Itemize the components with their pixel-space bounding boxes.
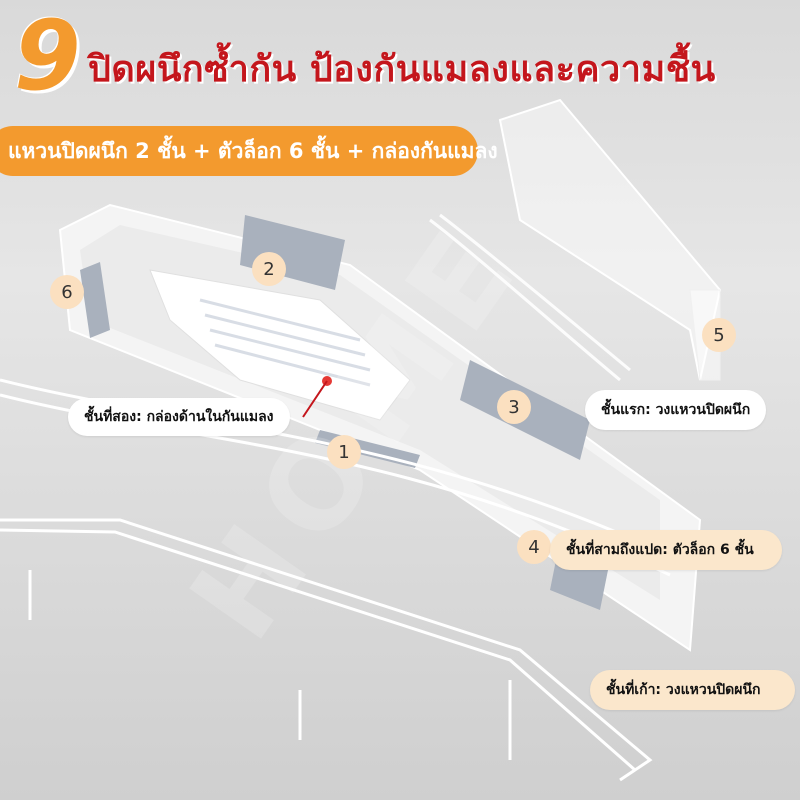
- feature-number: 9: [14, 0, 81, 112]
- callout-layer-1: ชั้นแรก: วงแหวนปิดผนึก: [585, 390, 767, 430]
- marker-4: 4: [517, 530, 551, 564]
- marker-1: 1: [327, 435, 361, 469]
- lock-clip-6: [80, 262, 110, 338]
- marker-3: 3: [497, 390, 531, 424]
- callout-layers-3-8: ชั้นที่สามถึงแปด: ตัวล็อก 6 ชั้น: [550, 530, 782, 570]
- clear-side-panel: [498, 98, 722, 381]
- subtitle-text: แหวนปิดผนึก 2 ชั้น + ตัวล็อก 6 ชั้น + กล…: [8, 138, 498, 163]
- marker-6: 6: [50, 275, 84, 309]
- gasket-ring: [429, 213, 631, 382]
- subtitle-banner: แหวนปิดผนึก 2 ชั้น + ตัวล็อก 6 ชั้น + กล…: [0, 126, 498, 176]
- callout-layer-2: ชั้นที่สอง: กล่องด้านในกันแมลง: [68, 398, 290, 436]
- callout-layer-9: ชั้นที่เก้า: วงแหวนปิดผนึก: [590, 670, 795, 710]
- white-lid: [58, 203, 702, 652]
- marker-2: 2: [252, 252, 286, 286]
- headline: ปิดผนึกซ้ำกัน ป้องกันแมลงและความชื้น: [88, 49, 716, 90]
- marker-5: 5: [702, 318, 736, 352]
